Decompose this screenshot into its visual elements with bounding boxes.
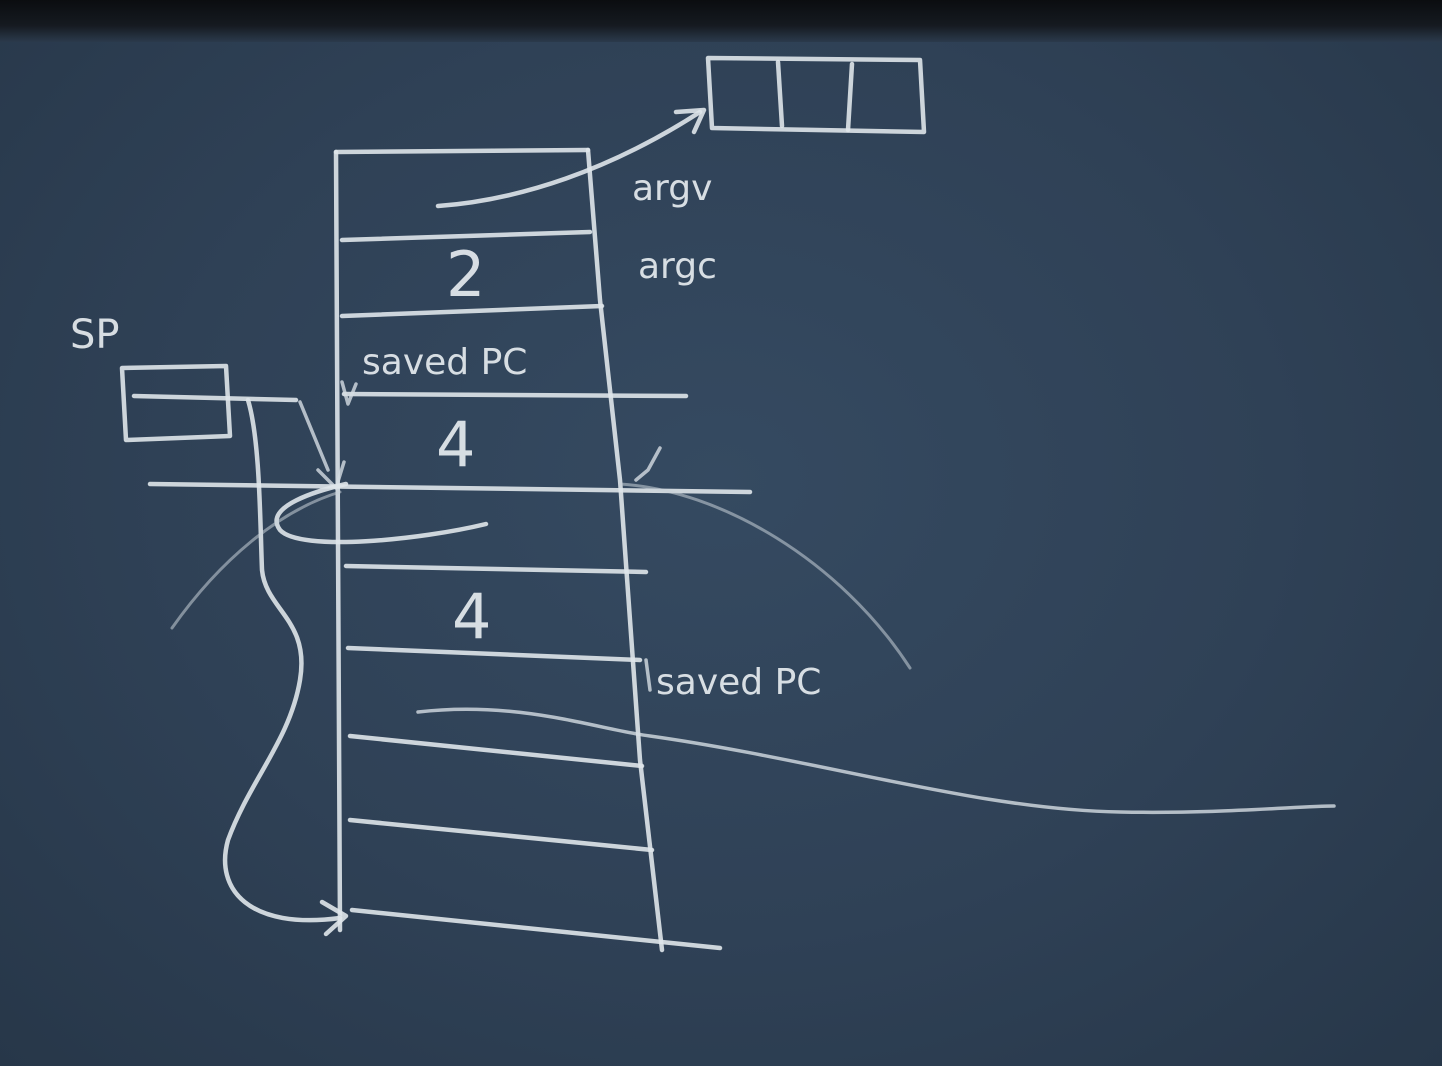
long-tail-line (416, 707, 1336, 815)
check-mark (634, 446, 662, 482)
argv-label: argv (632, 168, 712, 209)
frame2-value: 4 (436, 408, 475, 481)
frame3-value: 4 (452, 580, 491, 653)
argv-pointer-arrow (435, 107, 707, 209)
argv-array (705, 55, 927, 135)
stack-pointer-label: SP (70, 312, 120, 358)
stack-pointer-box (119, 363, 346, 490)
frame-pointer-loop (274, 481, 489, 545)
bar-mark (644, 658, 652, 692)
stack-column (147, 147, 753, 953)
saved-pc-upper-label: saved PC (362, 342, 527, 383)
down-arrow-mark (340, 380, 358, 406)
erased-arc-right (618, 482, 912, 670)
saved-pc-lower-label: saved PC (656, 662, 821, 703)
erased-arc-left (170, 490, 342, 630)
frame1-value: 2 (446, 238, 485, 311)
argc-label: argc (638, 246, 717, 287)
return-arrow (222, 397, 349, 937)
board-top-edge (0, 0, 1442, 42)
